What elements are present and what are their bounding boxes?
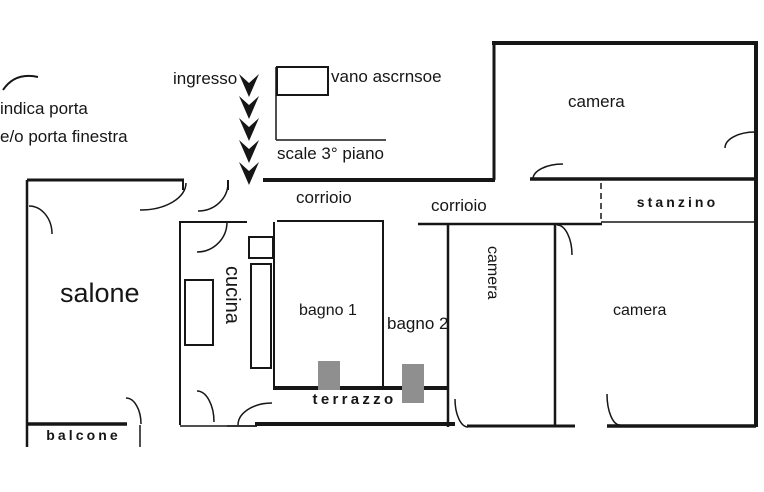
door-arc xyxy=(724,131,756,149)
down-arrow-icon xyxy=(239,118,259,141)
down-arrow-icon xyxy=(239,162,259,185)
room-label-balcone: balcone xyxy=(46,427,121,443)
legend-text-line1: indica porta xyxy=(0,99,88,118)
elevator-label: vano ascrnsoe xyxy=(331,67,442,86)
room-label-corridor-1: corrioio xyxy=(296,188,352,207)
door-arc xyxy=(139,182,187,211)
legend-text-line2: e/o porta finestra xyxy=(0,127,128,146)
door-arc xyxy=(237,402,273,426)
room-label-bagno-2: bagno 2 xyxy=(387,314,449,333)
door-arc xyxy=(606,393,621,426)
stairs-label: scale 3° piano xyxy=(277,144,384,163)
door-arc xyxy=(196,390,215,423)
door-arc xyxy=(197,182,229,212)
room-label-stanzino: stanzino xyxy=(636,194,719,210)
down-arrow-icon xyxy=(239,140,259,163)
room-label-cucina: cucina xyxy=(221,266,243,324)
room-label-camera-mid: camera xyxy=(484,246,501,300)
room-label-terrazzo: terrazzo xyxy=(312,391,397,408)
entrance-label: ingresso xyxy=(173,69,238,88)
fixture-box xyxy=(248,236,274,259)
door-arc xyxy=(125,397,142,425)
door-arc xyxy=(556,224,573,256)
room-label-camera-top: camera xyxy=(568,92,625,111)
room-label-bagno-1: bagno 1 xyxy=(299,302,357,319)
room-label-camera-right: camera xyxy=(613,302,667,319)
door-arc xyxy=(196,221,228,253)
door-marker xyxy=(402,364,424,403)
door-arc xyxy=(28,205,53,235)
down-arrow-icon xyxy=(239,96,259,119)
elevator-box xyxy=(276,66,329,96)
room-label-salone: salone xyxy=(60,278,140,308)
kitchen-counter xyxy=(184,279,214,346)
fixture-box xyxy=(250,263,272,369)
down-arrow-icon xyxy=(239,74,259,97)
room-label-corridor-2: corrioio xyxy=(431,196,487,215)
door-arc xyxy=(454,398,469,428)
door-arc xyxy=(532,163,564,180)
legend-door-arc xyxy=(2,74,39,91)
door-marker xyxy=(318,361,340,390)
entry-direction-arrows xyxy=(239,74,259,185)
